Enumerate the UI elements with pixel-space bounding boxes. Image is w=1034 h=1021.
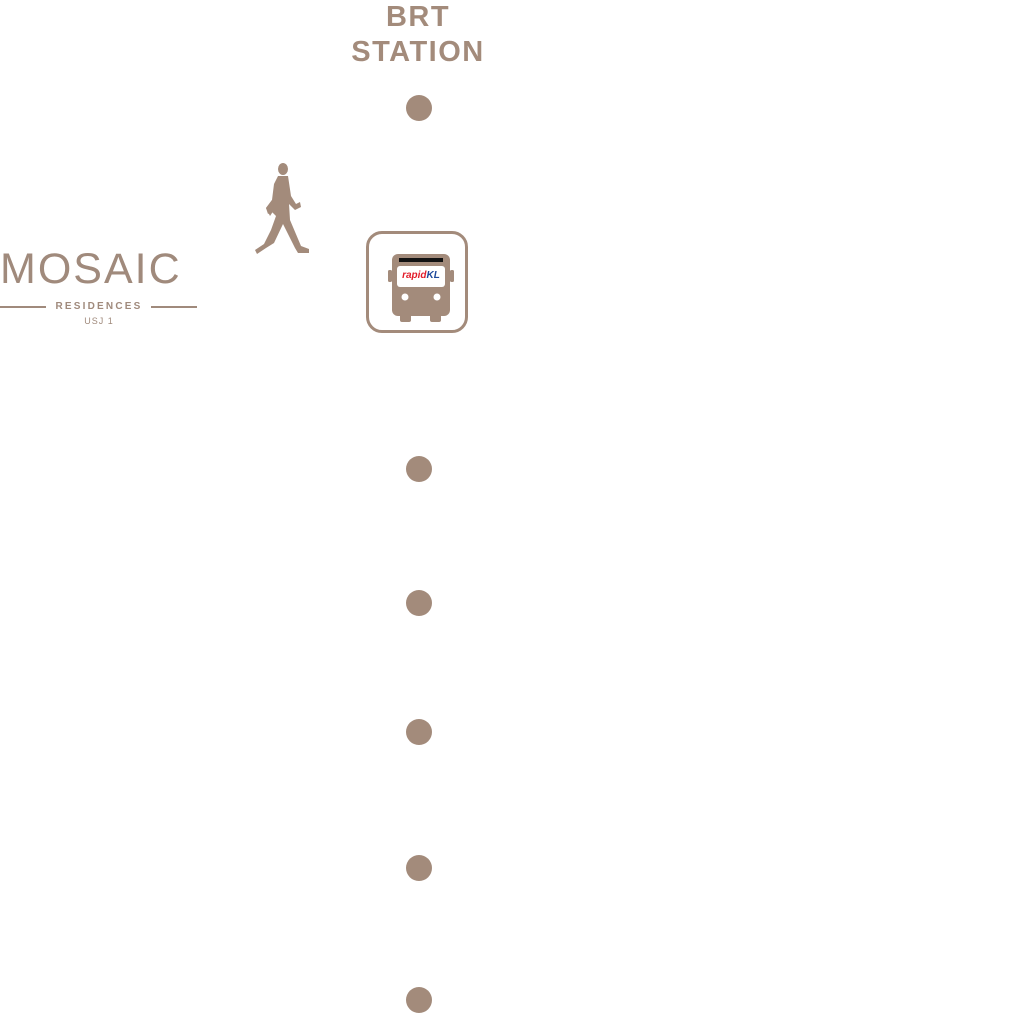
route-dot-4 [406,719,432,745]
route-dot-5 [406,855,432,881]
route-dot-1 [406,95,432,121]
station-title-line1: BRT [385,1,451,33]
logo-rule-left [0,306,46,308]
station-title: BRT STATION [318,0,518,70]
route-dot-2 [406,456,432,482]
walking-person-icon [255,163,309,254]
logo-subtitle: RESIDENCES [55,301,143,312]
bus-icon: rapidKL [366,231,468,333]
logo-area: USJ 1 [84,316,114,326]
logo-name: MOSAIC [0,245,182,293]
route-dot-6 [406,987,432,1013]
rapidkl-label: rapidKL [402,270,440,281]
logo-rule-right [151,306,197,308]
station-title-line2: STATION [351,36,485,68]
route-dot-3 [406,590,432,616]
